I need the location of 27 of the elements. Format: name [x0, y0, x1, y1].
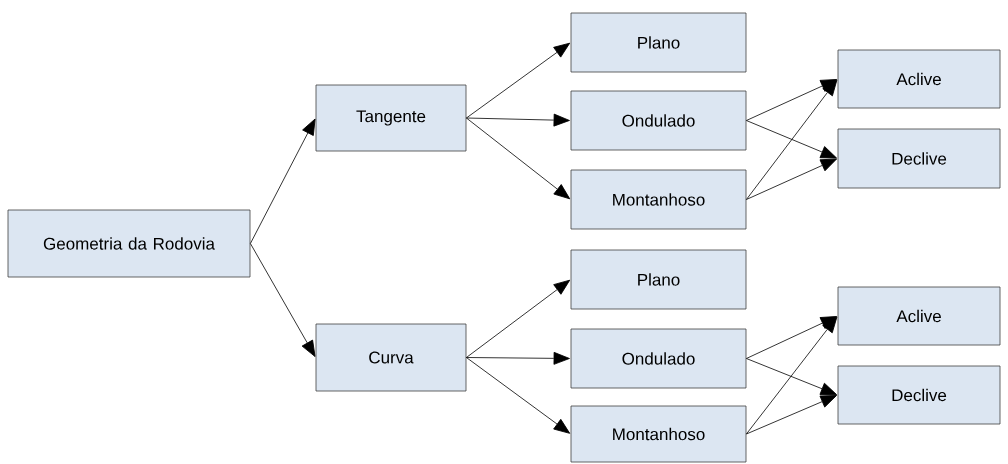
box: Curva: [315, 323, 467, 392]
arrow: [466, 42, 571, 119]
box: Ondulado: [570, 328, 747, 389]
arrow: [250, 118, 316, 244]
box: Plano: [570, 249, 747, 310]
arrow: [466, 351, 570, 365]
box: Geometria da Rodovia: [7, 209, 251, 278]
box: Plano: [570, 12, 747, 73]
arrow: [746, 316, 838, 435]
box: Declive: [837, 128, 1001, 189]
arrow: [746, 395, 837, 435]
arrow: [746, 158, 837, 200]
box: Montanhoso: [570, 169, 747, 230]
box: Declive: [837, 365, 1001, 425]
box: Tangente: [315, 84, 467, 152]
box: Montanhoso: [570, 405, 747, 463]
arrow: [466, 357, 571, 434]
box: Aclive: [837, 49, 1001, 109]
arrow: [466, 279, 571, 358]
arrow: [250, 243, 316, 357]
arrow: [746, 358, 837, 395]
arrow: [746, 120, 837, 159]
box: Ondulado: [570, 90, 747, 151]
arrow: [746, 79, 838, 200]
box: Aclive: [837, 286, 1001, 346]
arrow: [466, 113, 570, 127]
arrow: [466, 117, 571, 200]
